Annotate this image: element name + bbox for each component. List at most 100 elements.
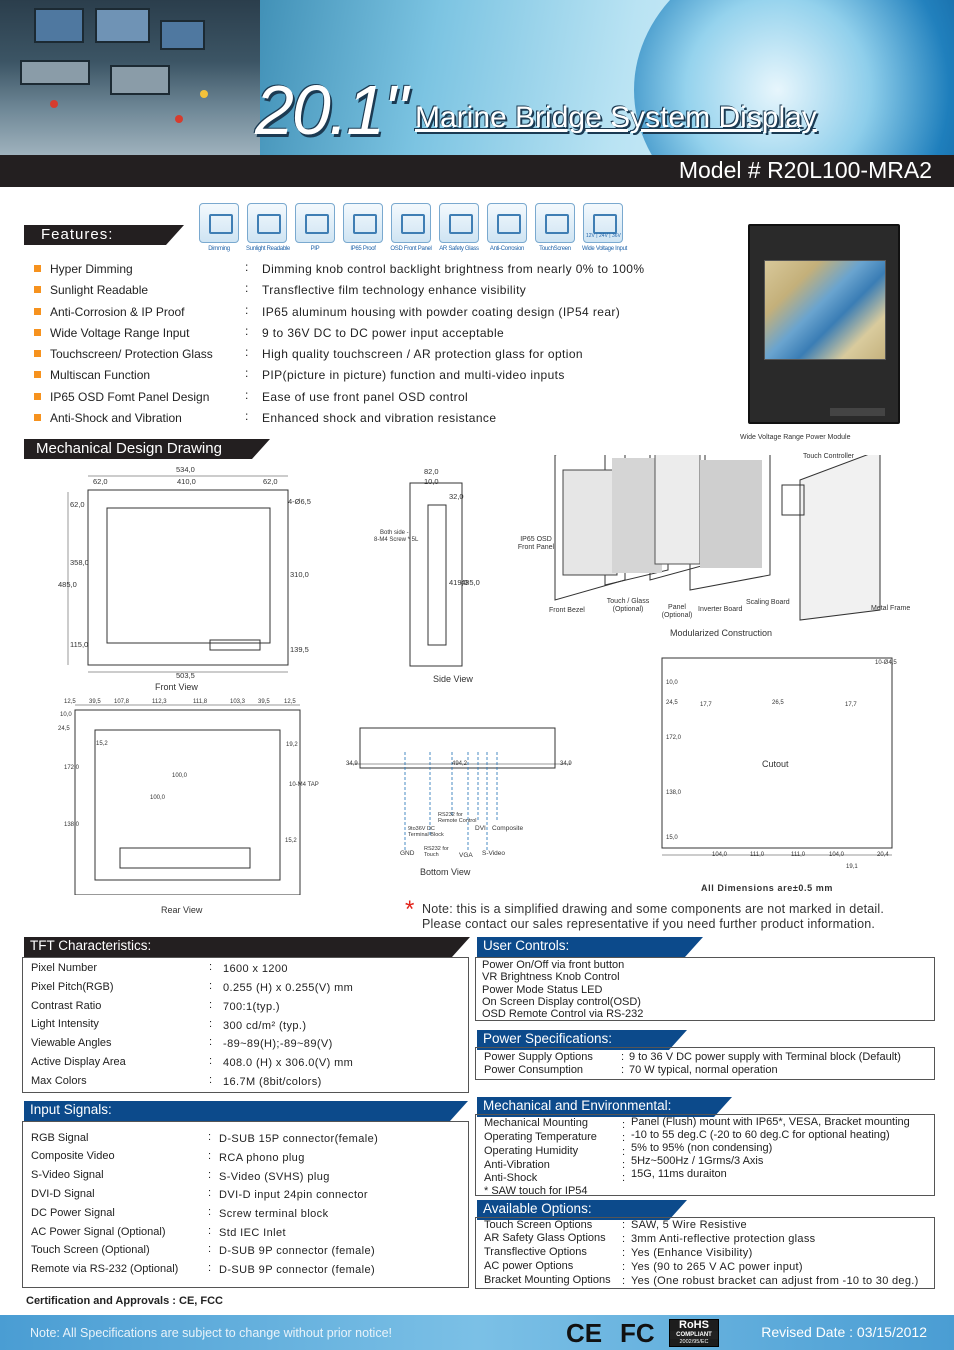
footer: Note: All Specifications are subject to …	[0, 1315, 954, 1350]
module-label: Inverter Board	[698, 606, 743, 613]
spec-value: Panel (Flush) mount with IP65*, VESA, Br…	[631, 1116, 910, 1128]
dim-label: 503,5	[176, 671, 195, 680]
voltage-icon-text: 12V | 24V | 36V	[586, 233, 621, 239]
dim-label: 19,2	[286, 742, 298, 748]
drawing-note: Note: this is a simplified drawing and s…	[422, 902, 885, 931]
spec-key: DC Power Signal	[31, 1207, 115, 1219]
spec-value: RCA phono plug	[219, 1152, 305, 1164]
spec-value: 5Hz~500Hz / 1Grms/3 Axis	[631, 1155, 764, 1167]
spec-key: Anti-Shock	[484, 1172, 538, 1184]
spec-key: DVI-D Signal	[31, 1188, 95, 1200]
dim-label: 39,5	[89, 699, 101, 705]
control-line: VR Brightness Knob Control	[482, 971, 620, 984]
touch-icon: TouchScreen	[534, 203, 576, 252]
control-line: Power On/Off via front button	[482, 959, 625, 971]
dim-label: 111,0	[750, 852, 765, 858]
feature-row: Touchscreen/ Protection Glass:High quali…	[34, 345, 724, 366]
spec-value: D-SUB 9P connector (female)	[219, 1245, 376, 1257]
glass-icon: AR Safety Glass	[438, 203, 480, 252]
dim-label: 419,0	[449, 578, 468, 587]
dim-label: 485,0	[461, 578, 480, 587]
control-line: Power Mode Status LED	[482, 983, 603, 996]
spec-value: 9 to 36 V DC power supply with Terminal …	[629, 1051, 901, 1063]
spec-key: Operating Humidity	[484, 1145, 579, 1157]
dim-label: 534,0	[176, 465, 195, 474]
monitor-photo	[748, 224, 900, 424]
spec-value: 300 cd/m² (typ.)	[223, 1020, 307, 1032]
nautical-chart-screen	[764, 260, 886, 360]
mechanical-drawing	[67, 455, 893, 895]
power-box: Power Supply Options Power Consumption :…	[475, 1047, 935, 1080]
wave-graphic	[634, 0, 954, 155]
page-title: Marine Bridge System Display	[415, 101, 817, 134]
rear-view-label: Rear View	[161, 905, 203, 915]
dim-label: 104,0	[712, 852, 728, 858]
front-view-label: Front View	[155, 682, 198, 692]
spec-key: Viewable Angles	[31, 1037, 112, 1049]
dim-label: 62,0	[70, 500, 85, 509]
user-controls-tab: User Controls:	[477, 937, 703, 957]
spec-value: 5% to 95% (non condensing)	[631, 1142, 773, 1154]
dim-label: 20,4	[877, 852, 889, 858]
pip-icon: PIP	[294, 203, 336, 252]
spec-value: 1600 x 1200	[223, 963, 288, 975]
spec-key: Pixel Number	[31, 962, 98, 974]
certification: Certification and Approvals : CE, FCC	[26, 1295, 224, 1307]
dim-label: 4-Ø6,5	[288, 497, 311, 506]
spec-value: DVI-D input 24pin connector	[219, 1189, 368, 1201]
features-tab: Features:	[24, 225, 184, 245]
feature-row: Wide Voltage Range Input:9 to 36V DC to …	[34, 324, 724, 345]
dim-label: 15,0	[666, 835, 678, 841]
input-box: RGB Signal Composite Video S-Video Signa…	[22, 1121, 469, 1288]
dim-label: 494,2	[452, 761, 468, 767]
dim-label: 32,0	[449, 492, 464, 501]
spec-key: Touch Screen (Optional)	[31, 1244, 150, 1256]
user-controls-box: Power On/Off via front button VR Brightn…	[475, 957, 935, 1021]
osd-icon: OSD Front Panel	[390, 203, 432, 252]
feature-row: Hyper Dimming:Dimming knob control backl…	[34, 260, 724, 281]
spec-value: -10 to 55 deg.C (-20 to 60 deg.C for opt…	[631, 1129, 890, 1141]
dim-label: 10,0	[666, 680, 678, 686]
port-label: Composite	[492, 825, 524, 832]
spec-value: 16.7M (8bit/colors)	[223, 1076, 322, 1088]
port-label: VGA	[459, 852, 473, 859]
dim-label: 82,0	[424, 467, 439, 476]
dim-label: 8-M4 Screw * 5L	[374, 537, 419, 543]
dim-label: 62,0	[93, 477, 108, 486]
title-size: 20.1"	[255, 71, 408, 149]
power-tab: Power Specifications:	[477, 1030, 687, 1050]
spec-key: S-Video Signal	[31, 1169, 104, 1181]
sunlight-icon: Sunlight Readable	[246, 203, 290, 252]
spec-key: Pixel Pitch(RGB)	[31, 981, 114, 993]
options-box: Touch Screen Options AR Safety Glass Opt…	[475, 1217, 935, 1289]
spec-key: Touch Screen Options	[484, 1219, 593, 1231]
rohs-text: RoHS	[679, 1319, 709, 1331]
dim-label: 10,0	[60, 712, 72, 718]
spec-key: AR Safety Glass Options	[484, 1232, 606, 1244]
dim-label: 310,0	[290, 570, 309, 579]
port-label: DVI	[475, 825, 486, 832]
spec-key: AC power Options	[484, 1260, 574, 1272]
dim-label: 100,0	[172, 773, 188, 779]
note-asterisk: *	[405, 896, 415, 923]
dim-label: 112,3	[152, 699, 167, 705]
spec-value: D-SUB 9P connector (female)	[219, 1264, 376, 1276]
spec-value: 0.255 (H) x 0.255(V) mm	[223, 982, 354, 994]
model-bar: Model # R20L100-MRA2	[0, 155, 954, 187]
feature-row: Anti-Shock and Vibration:Enhanced shock …	[34, 409, 724, 430]
port-label: GND	[400, 850, 415, 857]
dim-label: 12,5	[64, 699, 76, 705]
spec-key: Bracket Mounting Options	[484, 1274, 611, 1286]
feature-row: Multiscan Function:PIP(picture in pictur…	[34, 366, 724, 387]
spec-value: SAW, 5 Wire Resistive	[631, 1219, 747, 1231]
dim-label: 115,0	[70, 640, 89, 649]
spec-key: Light Intensity	[31, 1018, 99, 1030]
spec-key: Max Colors	[31, 1075, 87, 1087]
dim-label: 358,0	[70, 558, 89, 567]
module-label: Touch Controller	[803, 453, 854, 460]
dim-label: 10,0	[424, 477, 439, 486]
mech-footnote: * SAW touch for IP54	[484, 1185, 588, 1197]
dim-label: 39,5	[258, 699, 270, 705]
dim-label: 172,0	[64, 765, 80, 771]
